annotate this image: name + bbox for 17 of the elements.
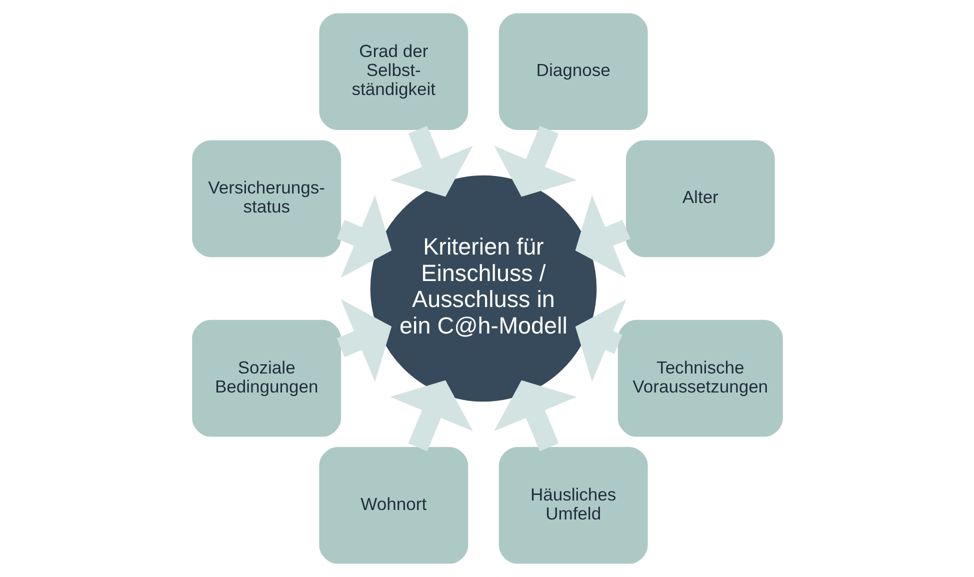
arrow [574, 195, 630, 278]
arrow [336, 299, 392, 382]
node-box: Diagnose [498, 13, 648, 130]
node-box: Wohnort [318, 447, 468, 564]
node-box: Grad der Selbst- ständigkeit [318, 13, 468, 130]
node-box: Versicherungs- status [192, 140, 341, 258]
arrow [336, 195, 392, 278]
arrow [574, 299, 626, 382]
node-circle: Kriterien für Einschluss / Ausschluss in ein C@h-Modell [370, 175, 596, 402]
node-box: Alter [625, 140, 774, 258]
node-box: Technische Voraussetzungen [617, 320, 782, 437]
arrow [390, 380, 472, 452]
arrow [494, 380, 576, 452]
arrow [494, 126, 576, 197]
node-box: Soziale Bedingungen [192, 320, 341, 437]
node-box: Häusliches Umfeld [498, 447, 648, 564]
arrow [390, 126, 472, 197]
